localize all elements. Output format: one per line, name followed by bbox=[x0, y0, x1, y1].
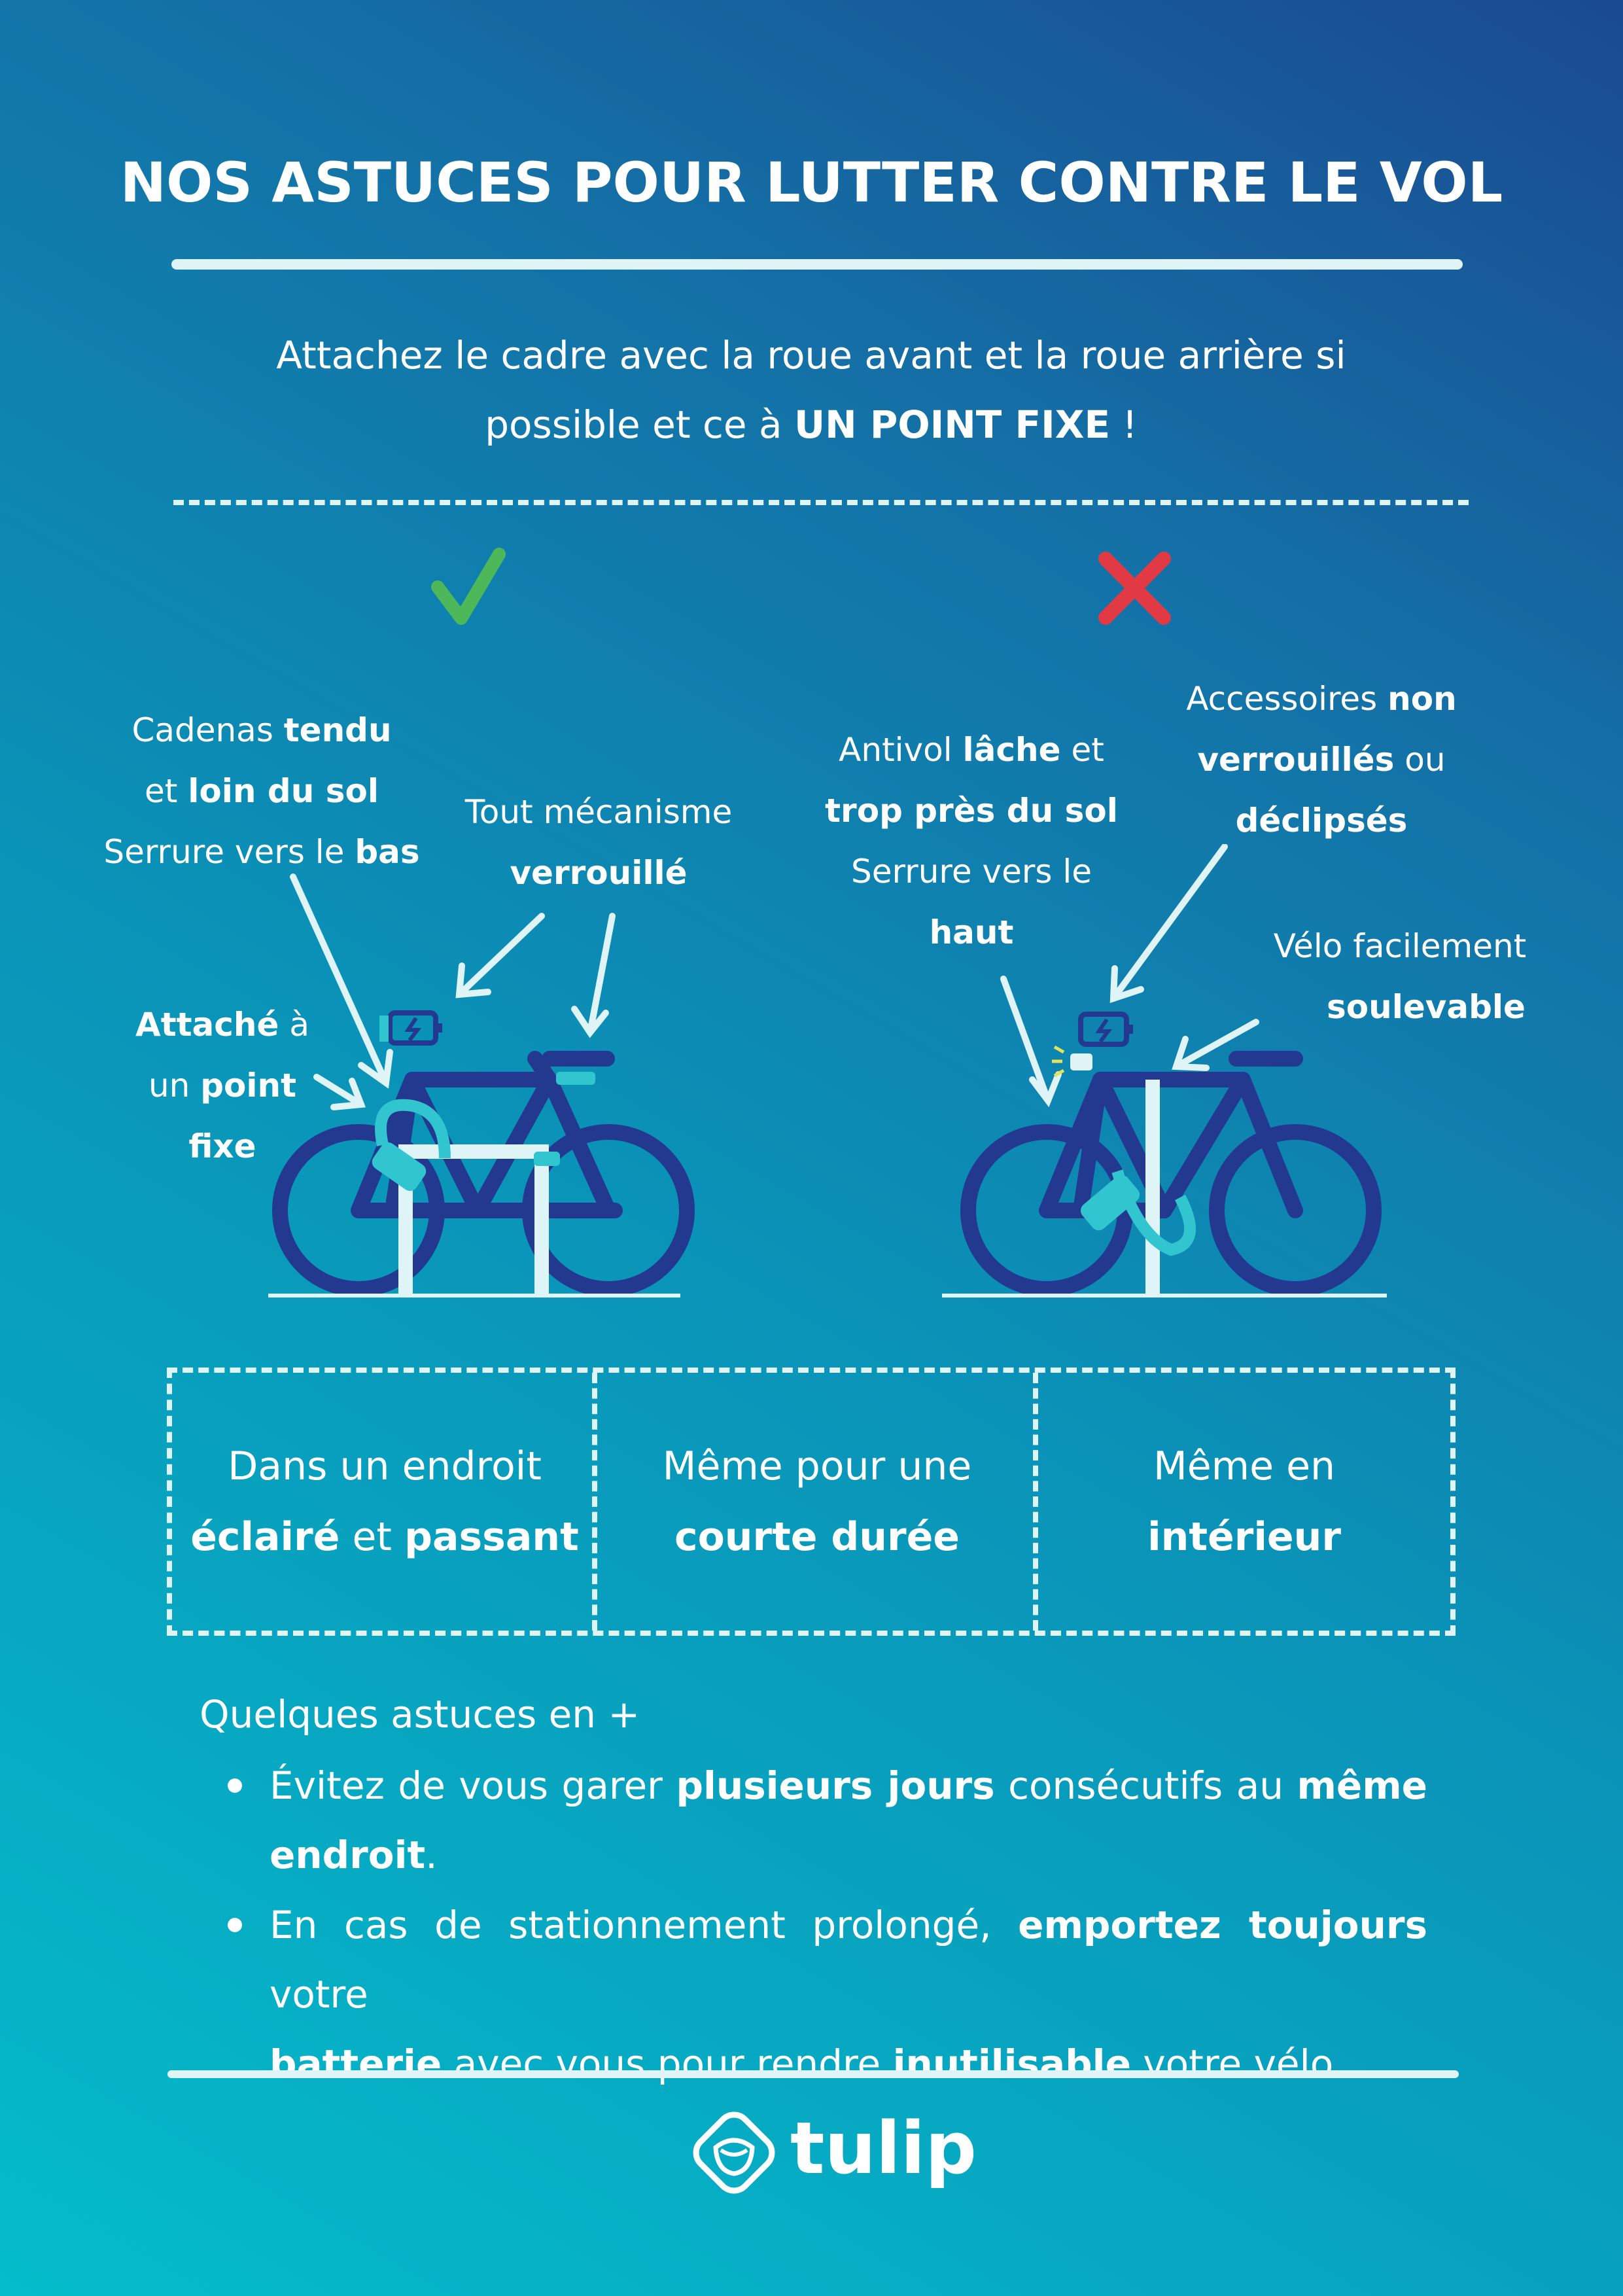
box-short-duration: Même pour une courte durée bbox=[662, 1443, 972, 1560]
callout-liftable-bike: Vélo facilement soulevable bbox=[1273, 927, 1527, 1026]
page-title: NOS ASTUCES POUR LUTTER CONTRE LE VOL bbox=[120, 150, 1503, 215]
title-divider bbox=[171, 259, 1463, 270]
u-lock-icon bbox=[1081, 1169, 1196, 1256]
callout-unlocked-accessories: Accessoires non verrouillés ou déclipsés bbox=[1186, 680, 1457, 839]
arrow-icon bbox=[290, 874, 616, 1110]
box-indoors: Même en intérieur bbox=[1147, 1443, 1341, 1560]
battery-icon bbox=[1078, 1012, 1133, 1047]
box-divider bbox=[1033, 1373, 1038, 1631]
fixed-rack bbox=[398, 1144, 549, 1296]
bullet-icon bbox=[228, 1778, 242, 1793]
cross-icon bbox=[1098, 552, 1171, 625]
brand-name: tulip bbox=[790, 2106, 977, 2190]
section-divider bbox=[173, 500, 1469, 505]
intro-line-2: possible et ce à UN POINT FIXE ! bbox=[485, 402, 1138, 447]
bike-locked-correctly-illustration bbox=[268, 874, 695, 1298]
callout-loose-lock: Antivol lâche et trop près du sol Serrur… bbox=[825, 731, 1118, 951]
intro-line-1: Attachez le cadre avec la roue avant et … bbox=[276, 333, 1346, 378]
check-icon bbox=[431, 548, 506, 625]
callout-tight-lock: Cadenas tendu et loin du sol Serrure ver… bbox=[103, 711, 420, 871]
intro-text: Attachez le cadre avec la roue avant et … bbox=[222, 321, 1400, 459]
u-lock-icon bbox=[372, 1072, 595, 1192]
box-lit-busy-place: Dans un endroit éclairé et passant bbox=[190, 1443, 579, 1560]
headlight-icon bbox=[1052, 1045, 1092, 1078]
box-divider bbox=[592, 1373, 597, 1631]
callout-fixed-point: Attaché à un point fixe bbox=[135, 1006, 309, 1165]
battery-icon bbox=[379, 1010, 442, 1046]
situations-boxes: Dans un endroit éclairé et passant Même … bbox=[167, 1368, 1456, 1636]
tip-item-1: Évitez de vous garer plusieurs jours con… bbox=[270, 1763, 1427, 1877]
bullet-icon bbox=[228, 1918, 242, 1932]
bike-locked-incorrectly-illustration bbox=[942, 844, 1387, 1298]
footer-divider bbox=[167, 2070, 1459, 2078]
tips-heading: Quelques astuces en + bbox=[200, 1692, 640, 1737]
tulip-logo-icon bbox=[693, 2111, 775, 2194]
tip-item-2: En cas de stationnement prolongé, emport… bbox=[270, 1903, 1428, 2086]
callout-locked-mechanism: Tout mécanisme verrouillé bbox=[464, 793, 733, 892]
arrow-icon bbox=[1000, 844, 1259, 1108]
